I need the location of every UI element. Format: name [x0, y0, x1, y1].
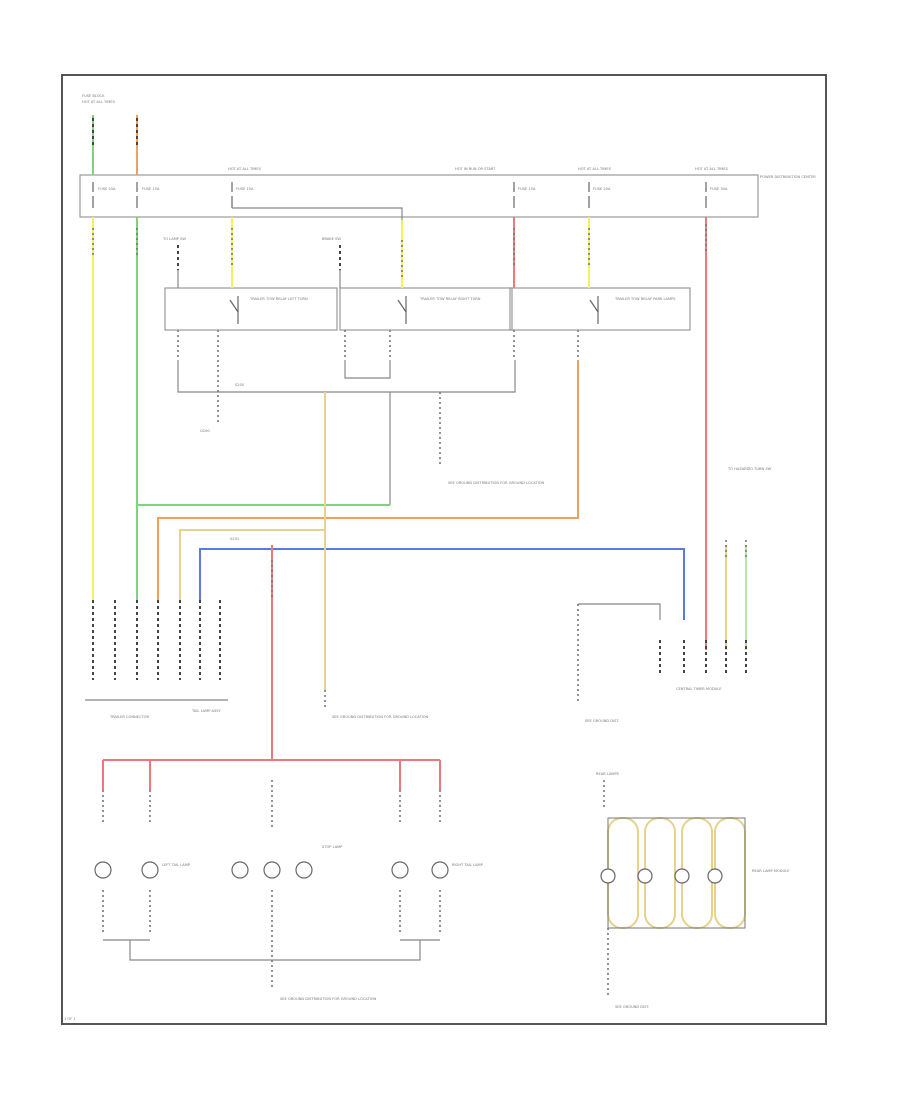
- relay-right: [509, 287, 691, 331]
- module-left-bus: [578, 603, 661, 620]
- fuse-block-left-label: FUSE BLOCK: [82, 94, 105, 98]
- splice-2-label: S201: [230, 537, 239, 541]
- internal-bus: [232, 207, 403, 220]
- ground-note-mid-label: SEE GROUND DISTRIBUTION FOR GROUND LOCAT…: [448, 481, 545, 485]
- fuse-symbols: [92, 182, 707, 208]
- rear-lamp-cells: [600, 817, 746, 929]
- to-hazard-label: TO HAZARD: [727, 467, 750, 471]
- lamp-ground-bus: [129, 940, 421, 961]
- harness-connectors-top: [92, 228, 138, 258]
- top-connectors: [92, 118, 138, 146]
- hot-at-all-times-label-1: HOT AT ALL TIMES: [228, 167, 262, 171]
- fuse-f-label: FUSE 30A: [710, 187, 728, 191]
- lamp-1-label: LEFT TAIL LAMP: [162, 863, 191, 867]
- fuse-b-label: FUSE 15A: [142, 187, 160, 191]
- to-lamp-label: TO LAMP SW: [162, 237, 186, 241]
- pcm-label: CENTRAL TIMER MODULE: [676, 687, 722, 691]
- relay-fuse-connectors: [231, 228, 590, 280]
- relay-1-label: TRAILER TOW RELAY LEFT TURN: [249, 297, 308, 301]
- to-turn-label: TO TURN SW: [747, 467, 772, 471]
- relay-mid-bus: [344, 360, 391, 379]
- relay-right-switch: [589, 296, 599, 324]
- hot-in-run-label: HOT IN RUN OR START: [455, 167, 496, 171]
- page-tag: 1 OF 1: [64, 1017, 76, 1021]
- lamp-bulbs: [94, 861, 449, 879]
- rear-module-label: REAR LAMP MODULE: [752, 869, 790, 873]
- fuse-block-top-label: HOT AT ALL TIMES: [82, 100, 116, 104]
- wire-orange-route: [157, 360, 579, 600]
- relay-mid-switch: [397, 296, 407, 324]
- relay-top-connectors: [177, 245, 341, 270]
- fuse-a-label: FUSE 20A: [98, 187, 116, 191]
- hot-at-all-times-label-2: HOT AT ALL TIMES: [578, 167, 612, 171]
- lamp-3-label: RIGHT TAIL LAMP: [452, 863, 484, 867]
- dist-note-mid-label: SEE GROUND DISTRIBUTION FOR GROUND LOCAT…: [332, 715, 429, 719]
- relay-ground-bus: [177, 360, 516, 393]
- relay-left: [164, 287, 338, 331]
- module-top-connectors: [725, 540, 747, 560]
- relay-3-label: TRAILER TOW RELAY PARK LAMPS: [614, 297, 676, 301]
- relay-bottom-stubs: [177, 330, 579, 370]
- lamp-2-label: STOP LAMP: [322, 845, 343, 849]
- ground-g200-label: G200: [200, 429, 210, 433]
- relay-2-label: TRAILER TOW RELAY RIGHT TURN: [419, 297, 481, 301]
- power-dist-label: POWER DISTRIBUTION CENTER: [760, 175, 816, 179]
- fuse-c-label: FUSE 10A: [236, 187, 254, 191]
- module-pins: [659, 640, 747, 675]
- hot-at-all-times-label-3: HOT AT ALL TIMES: [695, 167, 729, 171]
- fuse-block-top: [79, 174, 759, 218]
- relay-left-switch: [229, 296, 239, 324]
- trailer-connector-label: TRAILER CONNECTOR: [109, 715, 149, 719]
- wire-blue-route: [199, 548, 685, 620]
- rear-lamps-label: REAR LAMPS: [596, 772, 620, 776]
- diagram-frame: [61, 74, 827, 1025]
- wire-tan-route: [179, 392, 326, 600]
- fuse-d-label: FUSE 15A: [518, 187, 536, 191]
- lamp-feed-red: [102, 759, 441, 790]
- lamp-feed-connectors: [102, 780, 441, 830]
- splice-1-label: S200: [235, 383, 245, 387]
- lamp-ground-stubs: [102, 890, 441, 935]
- relay-middle: [339, 287, 513, 331]
- brake-sw-label: BRAKE SW: [322, 237, 341, 241]
- bottom-note-right-label: SEE GROUND DIST.: [615, 1005, 649, 1009]
- bottom-note-left-label: SEE GROUND DISTRIBUTION FOR GROUND LOCAT…: [280, 997, 377, 1001]
- dist-note-right-label: SEE GROUND DIST.: [585, 719, 619, 723]
- fuse-e-label: FUSE 20A: [593, 187, 611, 191]
- tail-lamp-assy-label: TAIL LAMP ASSY: [191, 709, 222, 713]
- trailer-connector-pins: [92, 600, 221, 680]
